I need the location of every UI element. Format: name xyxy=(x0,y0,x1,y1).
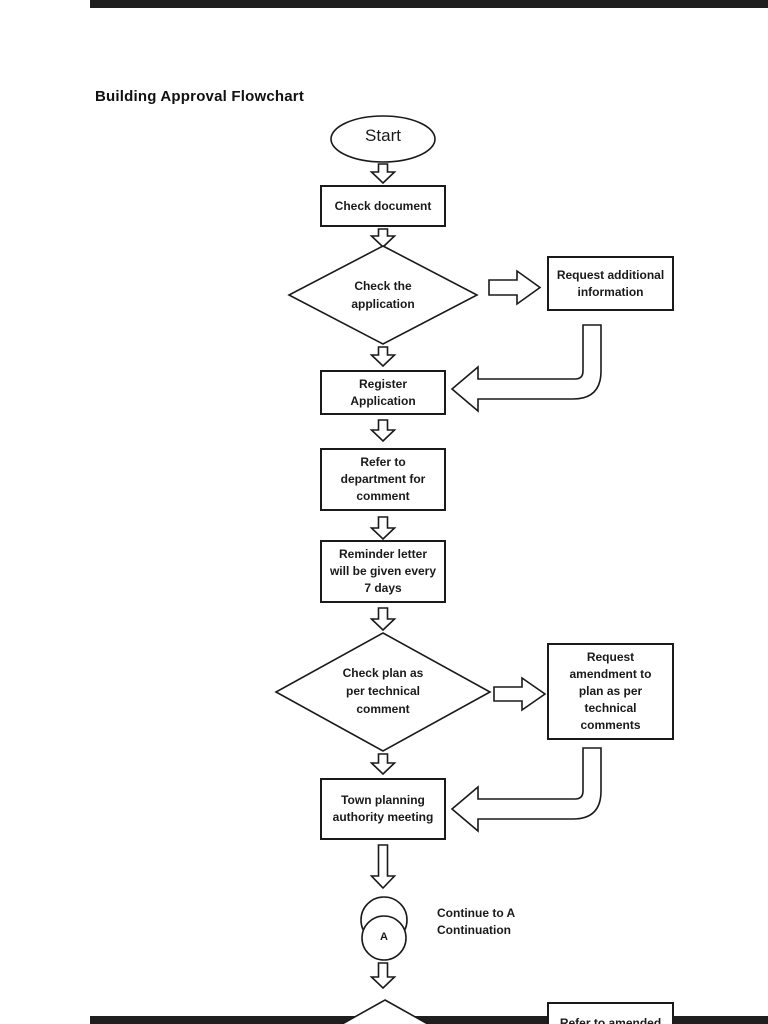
decision-diamond-partial-bottom xyxy=(340,999,430,1024)
right-arrow-decision1-to-request-icon xyxy=(488,269,542,306)
process-box-register-application: Register Application xyxy=(320,370,446,415)
down-arrow-checkdoc-to-decision1-icon xyxy=(369,228,397,249)
down-arrow-start-to-checkdoc-icon xyxy=(369,163,397,185)
connector-a-label: A xyxy=(380,931,388,943)
decision-label-check-application: Check the application xyxy=(351,279,415,311)
down-arrow-town-to-connector-icon xyxy=(369,844,397,890)
top-edge-bar xyxy=(90,0,768,8)
continuation-note: Continue to A Continuation xyxy=(437,906,516,937)
down-arrow-connector-to-decision3-icon xyxy=(369,962,397,990)
down-arrow-register-to-refer-icon xyxy=(369,419,397,443)
process-box-reminder-letter: Reminder letter will be given every 7 da… xyxy=(320,540,446,603)
right-arrow-decision2-to-amendment-icon xyxy=(493,676,547,712)
down-arrow-decision2-to-town-icon xyxy=(369,753,397,776)
page-title: Building Approval Flowchart xyxy=(95,88,305,105)
decision-diamond-check-application xyxy=(287,245,479,345)
decision-label-check-plan: Check plan as per technical comment xyxy=(342,666,424,716)
process-box-request-additional-information: Request additional information xyxy=(547,256,674,311)
start-terminator-ellipse xyxy=(330,115,436,163)
process-box-check-document: Check document xyxy=(320,185,446,227)
down-arrow-reminder-to-decision2-icon xyxy=(369,607,397,632)
start-label: Start xyxy=(365,126,401,145)
process-box-refer-to-department: Refer to department for comment xyxy=(320,448,446,511)
bottom-edge-bar xyxy=(90,1016,768,1024)
process-box-town-planning-meeting: Town planning authority meeting xyxy=(320,778,446,840)
decision-diamond-check-plan xyxy=(274,632,492,752)
curved-return-arrow-request-to-register-icon xyxy=(450,324,602,413)
connector-circle-a xyxy=(361,915,407,961)
process-box-request-amendment: Request amendment to plan as per technic… xyxy=(547,643,674,740)
down-arrow-refer-to-reminder-icon xyxy=(369,516,397,541)
process-box-refer-partial-bottom: Refer to amended plan xyxy=(547,1002,674,1024)
down-arrow-decision1-to-register-icon xyxy=(369,346,397,368)
curved-return-arrow-amendment-to-town-icon xyxy=(450,747,602,833)
